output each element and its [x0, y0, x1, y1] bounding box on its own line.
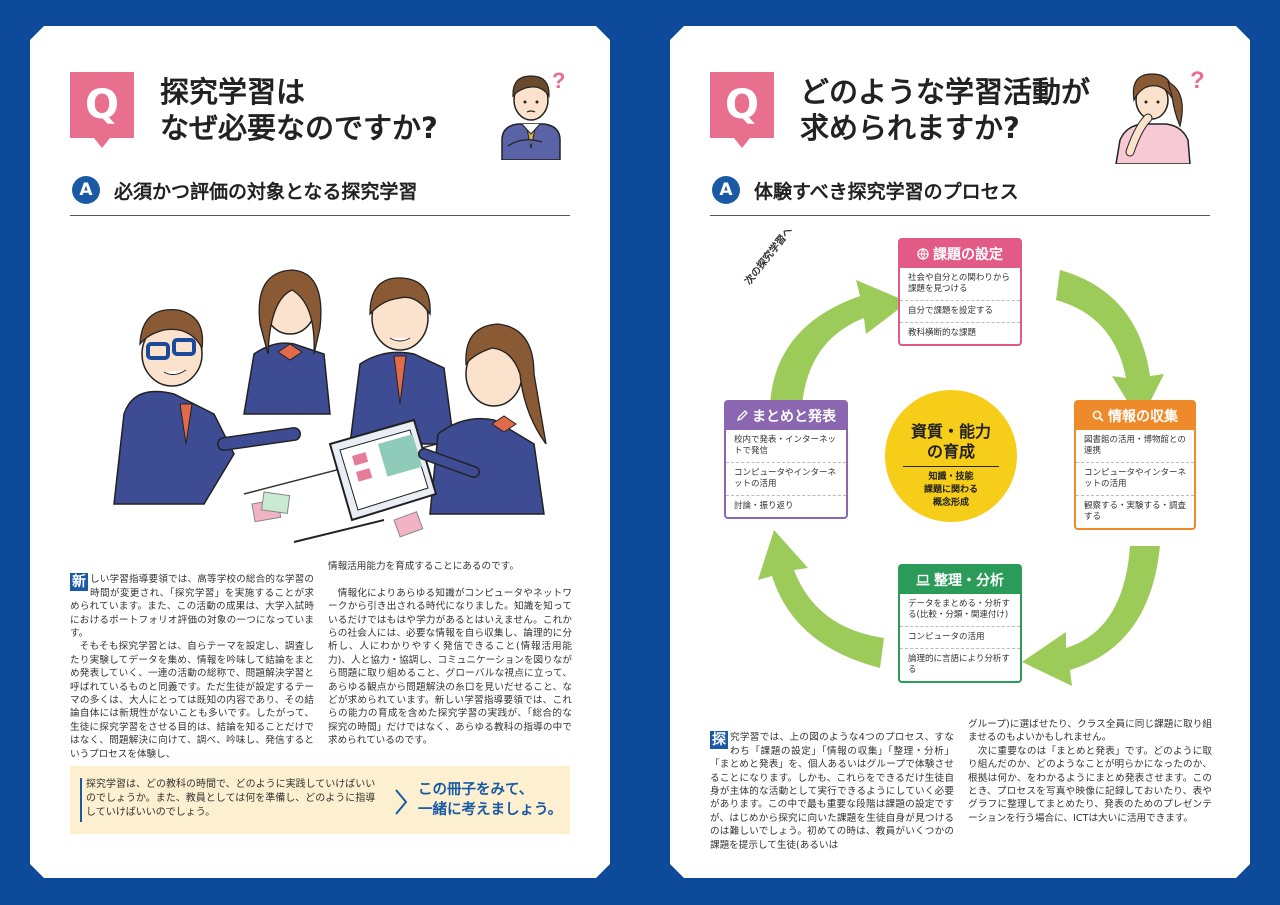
- page-corner: [30, 26, 44, 40]
- page-corner: [596, 26, 610, 40]
- card-item: コンピュータやインターネットの活用: [726, 463, 846, 496]
- card-title: 課題の設定: [933, 247, 1003, 263]
- card-summary-presentation: まとめと発表 校内で発表・インターネットで発信 コンピュータやインターネットの活…: [724, 400, 848, 519]
- card-header: 整理・分析: [900, 566, 1020, 594]
- svg-text:?: ?: [1190, 67, 1205, 94]
- card-item: 討論・振り返り: [734, 501, 794, 511]
- body-text: 究学習では、上の図のような4つのプロセス、すなわち「課題の設定」「情報の収集」「…: [710, 732, 954, 851]
- card-item: 観察する・実験する・調査する: [1084, 501, 1187, 522]
- question-badge: Q: [70, 72, 134, 148]
- pencil-icon: [736, 410, 748, 422]
- card-organize-analyze: 整理・分析 データをまとめる・分析する(比較・分類・関連付け) コンピュータの活…: [898, 564, 1022, 683]
- arrow-top-right: [1056, 270, 1164, 422]
- card-item: 社会や自分との関わりから課題を見つける: [900, 268, 1020, 301]
- center-sub-line-3: 概念形成: [932, 498, 969, 508]
- card-title: 情報の収集: [1108, 409, 1178, 425]
- dropcap: 探: [710, 731, 728, 750]
- body-column-1: 新しい学習指導要領では、高等学校の総合的な学習の時間が変更され、「探究学習」を実…: [70, 560, 314, 761]
- body-column-2: 情報活用能力を育成することにあるのです。 情報化によりあらゆる知識がコンピュータ…: [328, 561, 572, 747]
- callout-message-line-2: 一緒に考えましょう。: [418, 802, 563, 818]
- callout-message-line-1: この冊子をみて、: [418, 782, 534, 798]
- laptop-icon: [916, 574, 930, 586]
- answer-title: 体験すべき探究学習のプロセス: [754, 181, 1019, 203]
- card-item: コンピュータやインターネットの活用: [1076, 463, 1194, 496]
- page-corner: [1236, 864, 1250, 878]
- card-item: 教科横断的な課題: [908, 328, 977, 338]
- answer-badge: A: [712, 176, 740, 204]
- center-title: 資質・能力 の育成: [885, 422, 1017, 462]
- callout-message: この冊子をみて、 一緒に考えましょう。: [418, 780, 562, 820]
- page-corner: [670, 26, 684, 40]
- cycle-arrows: [758, 270, 1164, 686]
- page-corner: [1236, 26, 1250, 40]
- card-header: 情報の収集: [1076, 402, 1194, 430]
- question-line-2: 求められますか?: [800, 111, 1020, 145]
- card-information-collect: 情報の収集 図書館の活用・博物館との連携 コンピュータやインターネットの活用 観…: [1074, 400, 1196, 530]
- arrow-top-left: [770, 280, 908, 406]
- center-title-line-2: の育成: [926, 442, 975, 461]
- search-icon: [1092, 410, 1104, 422]
- card-item: 図書館の活用・博物館との連携: [1076, 430, 1194, 463]
- thinking-man-illustration: ?: [501, 68, 565, 160]
- card-item: 自分で課題を設定する: [900, 301, 1020, 323]
- page-corner: [596, 864, 610, 878]
- svg-text:?: ?: [552, 68, 565, 93]
- card-header: 課題の設定: [900, 240, 1020, 268]
- question-line-1: 探究学習は: [160, 75, 306, 109]
- question-badge: Q: [710, 72, 774, 148]
- center-subtext: 知識・技能 課題に関わる 概念形成: [885, 471, 1017, 510]
- students-illustration: [113, 269, 547, 543]
- thinking-woman-illustration: ?: [1115, 67, 1205, 164]
- card-title: まとめと発表: [752, 409, 836, 425]
- page-corner: [670, 864, 684, 878]
- center-sub-line-2: 課題に関わる: [923, 485, 978, 495]
- arrow-bottom-left: [758, 530, 884, 668]
- globe-icon: [917, 248, 929, 260]
- card-title: 整理・分析: [934, 573, 1004, 589]
- chevron-right-icon: [395, 789, 408, 815]
- body-text: しい学習指導要領では、高等学校の総合的な学習の時間が変更され、「探究学習」を実施…: [70, 574, 314, 760]
- page-corner: [30, 864, 44, 878]
- body-column-1: 探究学習では、上の図のような4つのプロセス、すなわち「課題の設定」「情報の収集」…: [710, 718, 954, 852]
- answer-badge: A: [72, 176, 100, 204]
- question-title: どのような学習活動が 求められますか?: [800, 74, 1090, 146]
- card-header: まとめと発表: [726, 402, 846, 430]
- card-item: 論理的に言語により分析する: [908, 654, 1010, 675]
- callout-bar: [80, 778, 82, 822]
- center-divider: [903, 466, 999, 467]
- card-item: データをまとめる・分析する(比較・分類・関連付け): [900, 594, 1020, 627]
- question-title: 探究学習は なぜ必要なのですか?: [160, 74, 438, 146]
- answer-title: 必須かつ評価の対象となる探究学習: [114, 181, 418, 203]
- divider: [70, 215, 570, 216]
- card-item: コンピュータの活用: [900, 627, 1020, 649]
- right-page: Q どのような学習活動が 求められますか? ? A 体験すべき探究学習のプロセス…: [670, 26, 1250, 878]
- callout-text: 探究学習は、どの教科の時間で、どのように実践していけばいいのでしょうか。また、教…: [86, 779, 376, 818]
- body-column-2: グループ)に選ばせたり、クラス全員に同じ課題に取り組ませるのもよいかもしれません…: [968, 719, 1212, 824]
- center-title-line-1: 資質・能力: [910, 422, 991, 441]
- center-sub-line-1: 知識・技能: [928, 472, 974, 482]
- callout-box: 探究学習は、どの教科の時間で、どのように実践していけばいいのでしょうか。また、教…: [70, 766, 570, 834]
- left-page: Q 探究学習は なぜ必要なのですか? ? A 必須かつ評価の対象となる探究学習: [30, 26, 610, 878]
- arrow-bottom-right: [1022, 546, 1160, 686]
- divider: [710, 215, 1210, 216]
- card-problem-setting: 課題の設定 社会や自分との関わりから課題を見つける 自分で課題を設定する 教科横…: [898, 238, 1022, 346]
- question-line-2: なぜ必要なのですか?: [160, 111, 438, 145]
- question-line-1: どのような学習活動が: [800, 75, 1091, 109]
- center-circle: 資質・能力 の育成 知識・技能 課題に関わる 概念形成: [885, 390, 1017, 522]
- dropcap: 新: [70, 573, 88, 592]
- card-item: 校内で発表・インターネットで発信: [726, 430, 846, 463]
